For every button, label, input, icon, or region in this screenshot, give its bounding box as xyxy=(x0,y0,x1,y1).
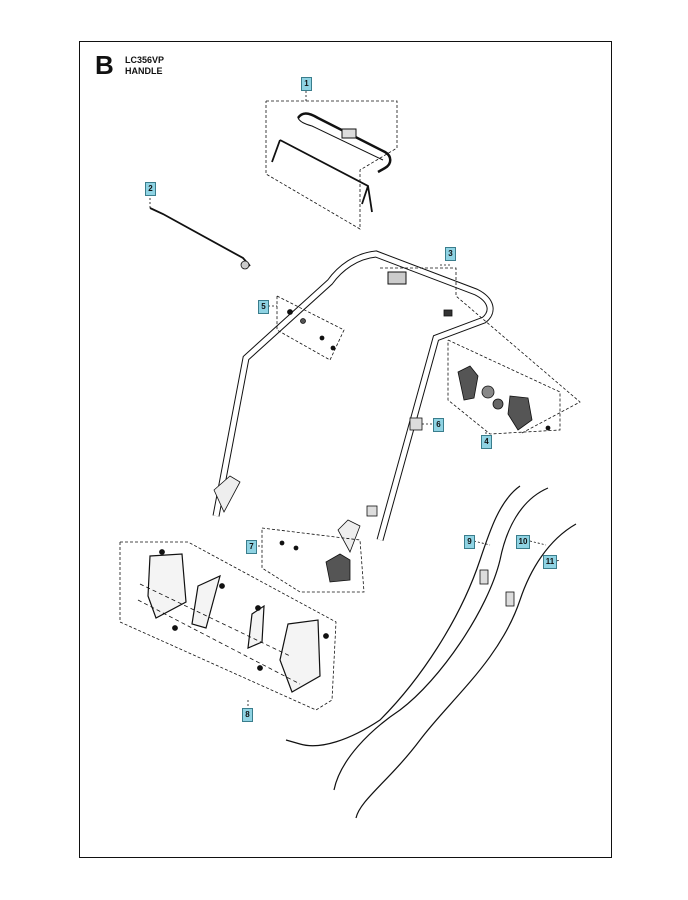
callout-5: 5 xyxy=(258,300,269,314)
callout-3: 3 xyxy=(445,247,456,261)
section-letter: B xyxy=(95,50,114,80)
callout-9: 9 xyxy=(464,535,475,549)
callout-2: 2 xyxy=(145,182,156,196)
callout-6: 6 xyxy=(433,418,444,432)
model-name: LC356VP xyxy=(125,55,165,65)
diagram-frame xyxy=(79,41,612,858)
part-5-screws xyxy=(268,295,345,361)
part-8-height-plates xyxy=(119,541,337,712)
part-6-clip xyxy=(366,417,432,517)
section-title: HANDLE xyxy=(125,66,163,76)
callout-4: 4 xyxy=(481,435,492,449)
callout-8: 8 xyxy=(242,708,253,722)
callout-11: 11 xyxy=(543,555,557,569)
part-4-control-assembly xyxy=(447,339,561,442)
callout-7: 7 xyxy=(246,540,257,554)
part-7-lower-bracket xyxy=(254,527,365,593)
callout-1: 1 xyxy=(301,77,312,91)
callout-10: 10 xyxy=(516,535,530,549)
part-3-upper-handle xyxy=(212,250,581,553)
cables-9-10-11 xyxy=(285,485,577,819)
part-1-handle-bar xyxy=(265,87,398,230)
part-2-rod xyxy=(149,194,251,270)
